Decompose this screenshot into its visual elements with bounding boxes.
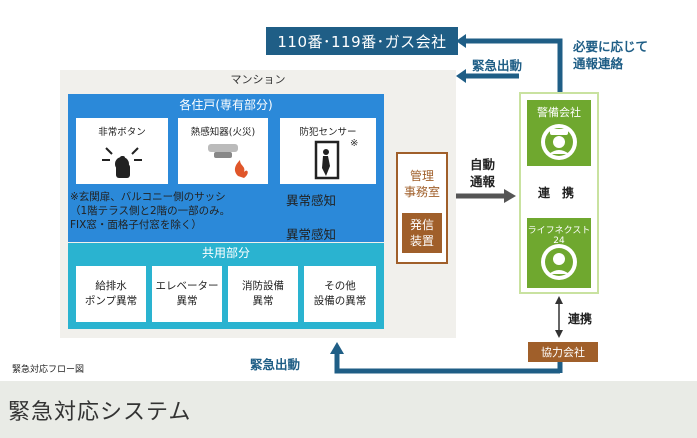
management-label-line1: 管理 [409,169,434,183]
auto-report-label: 自動 通報 [470,156,495,190]
report-label: 必要に応じて 通報連絡 [573,38,648,72]
dispatch-arrowhead-bottom [330,342,344,354]
dispatch-label-top: 緊急出動 [472,58,523,73]
coop-label: 連 携 [538,186,575,200]
figure-caption: 緊急対応フロー図 [12,365,85,375]
common-item-fire: 消防設備 異常 [228,266,298,322]
report-line1: 必要に応じて [573,39,649,54]
mansion-title: マンション [230,73,286,86]
common-item-elevator: エレベーター 異常 [152,266,222,322]
sensor-label: 防犯センサー [299,127,357,138]
dispatch-label-bottom: 緊急出動 [250,357,301,372]
emergency-button-icon [102,147,142,178]
management-label-line2: 事務室 [403,185,440,199]
partner-coop-label: 連携 [568,312,593,326]
security-company-label: 警備会社 [537,106,581,119]
sender-line2: 装置 [409,234,434,248]
sender-device: 発信 装置 [402,213,442,253]
auto-report-line1: 自動 [470,157,496,172]
management-label: 管理 事務室 [396,168,448,200]
dispatch-line-bottom [334,352,528,374]
sensor-emergency-button: 非常ボタン [76,118,168,184]
report-arrowhead [456,34,466,48]
footer-title: 緊急対応システム [8,400,192,425]
sensor-heat-detector: 熱感知器(火災) [178,118,268,184]
lifenext-label: ライフネクスト24 [527,226,591,246]
sender-line1: 発信 [409,218,434,232]
common-title: 共用部分 [201,245,250,260]
sensor-security: 防犯センサー ※ [280,118,376,184]
footer-band [0,381,697,438]
auto-report-line2: 通報 [470,174,496,189]
note-line: （1階テラス側と2階の一部のみ。 [70,205,231,217]
security-sensor-icon [314,140,340,180]
heat-detector-icon [208,144,248,178]
dispatch-arrowhead-top [456,69,466,83]
note-line: ※玄関扉、バルコニー側のサッシ [70,191,226,203]
alarm-label-units: 異常感知 [286,193,337,208]
partner-arrow-up [555,296,563,304]
lifenext-box: ライフネクスト24 [527,218,591,288]
sensor-label: 非常ボタン [98,127,146,138]
units-title: 各住戸(専有部分) [179,97,273,112]
sensor-note: ※玄関扉、バルコニー側のサッシ （1階テラス側と2階の一部のみ。 FIX窓・面格… [70,190,330,232]
operator-icon [541,244,577,280]
sensor-note-mark: ※ [350,138,359,149]
common-item-other: その他 設備の異常 [304,266,376,322]
auto-report-arrowhead [504,189,516,203]
report-line2: 通報連絡 [573,56,624,71]
security-company-box: 警備会社 [527,100,591,166]
emergency-services-box: 110番･119番･ガス会社 [266,27,458,55]
partner-arrow-down [555,330,563,338]
guard-icon [541,124,577,160]
common-item-pump: 給排水 ポンプ異常 [76,266,146,322]
sensor-label: 熱感知器(火災) [190,127,256,138]
alarm-label-common: 異常感知 [286,227,337,242]
partner-company: 協力会社 [528,342,598,362]
note-line: FIX窓・面格子付窓を除く） [70,219,202,231]
report-line [462,38,563,92]
